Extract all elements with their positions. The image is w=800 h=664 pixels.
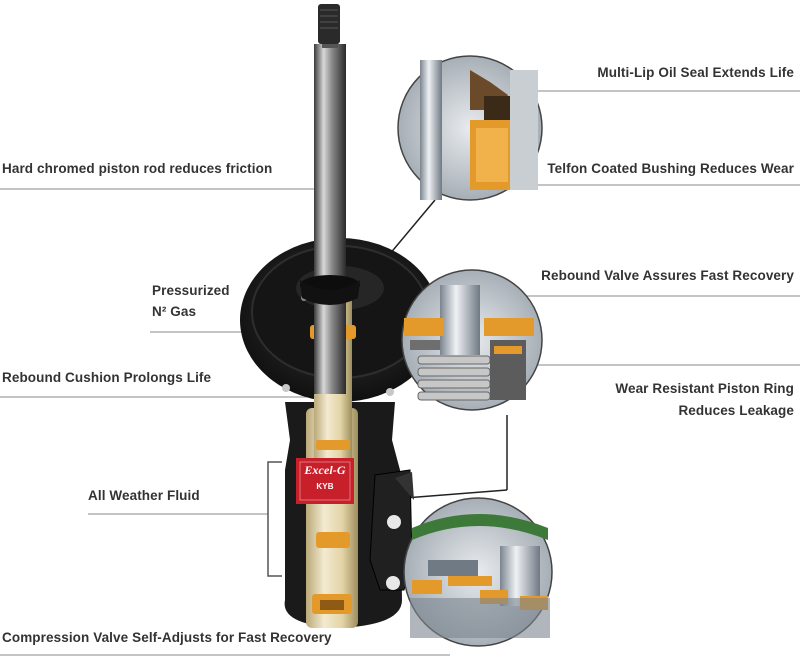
badge-sub: KYB <box>316 482 334 491</box>
label-pressurized-gas-1: Pressurized <box>152 283 230 298</box>
label-wear-ring-1: Wear Resistant Piston Ring <box>615 381 794 396</box>
label-all-weather-fluid: All Weather Fluid <box>88 488 200 503</box>
label-hard-chromed-rod: Hard chromed piston rod reduces friction <box>2 161 273 176</box>
label-multi-lip-seal: Multi-Lip Oil Seal Extends Life <box>597 65 794 80</box>
label-pressurized-gas-2: N² Gas <box>152 304 197 319</box>
label-rebound-valve: Rebound Valve Assures Fast Recovery <box>541 268 794 283</box>
label-rebound-cushion: Rebound Cushion Prolongs Life <box>2 370 212 385</box>
label-telfon-bushing: Telfon Coated Bushing Reduces Wear <box>547 161 794 176</box>
valve-detail-circle <box>401 269 543 411</box>
label-wear-ring-2: Reduces Leakage <box>678 403 794 418</box>
badge-brand: Excel-G <box>304 463 346 477</box>
compression-detail-circle <box>403 497 553 647</box>
label-compression-valve: Compression Valve Self-Adjusts for Fast … <box>2 630 332 645</box>
seal-detail-circle <box>397 55 543 201</box>
